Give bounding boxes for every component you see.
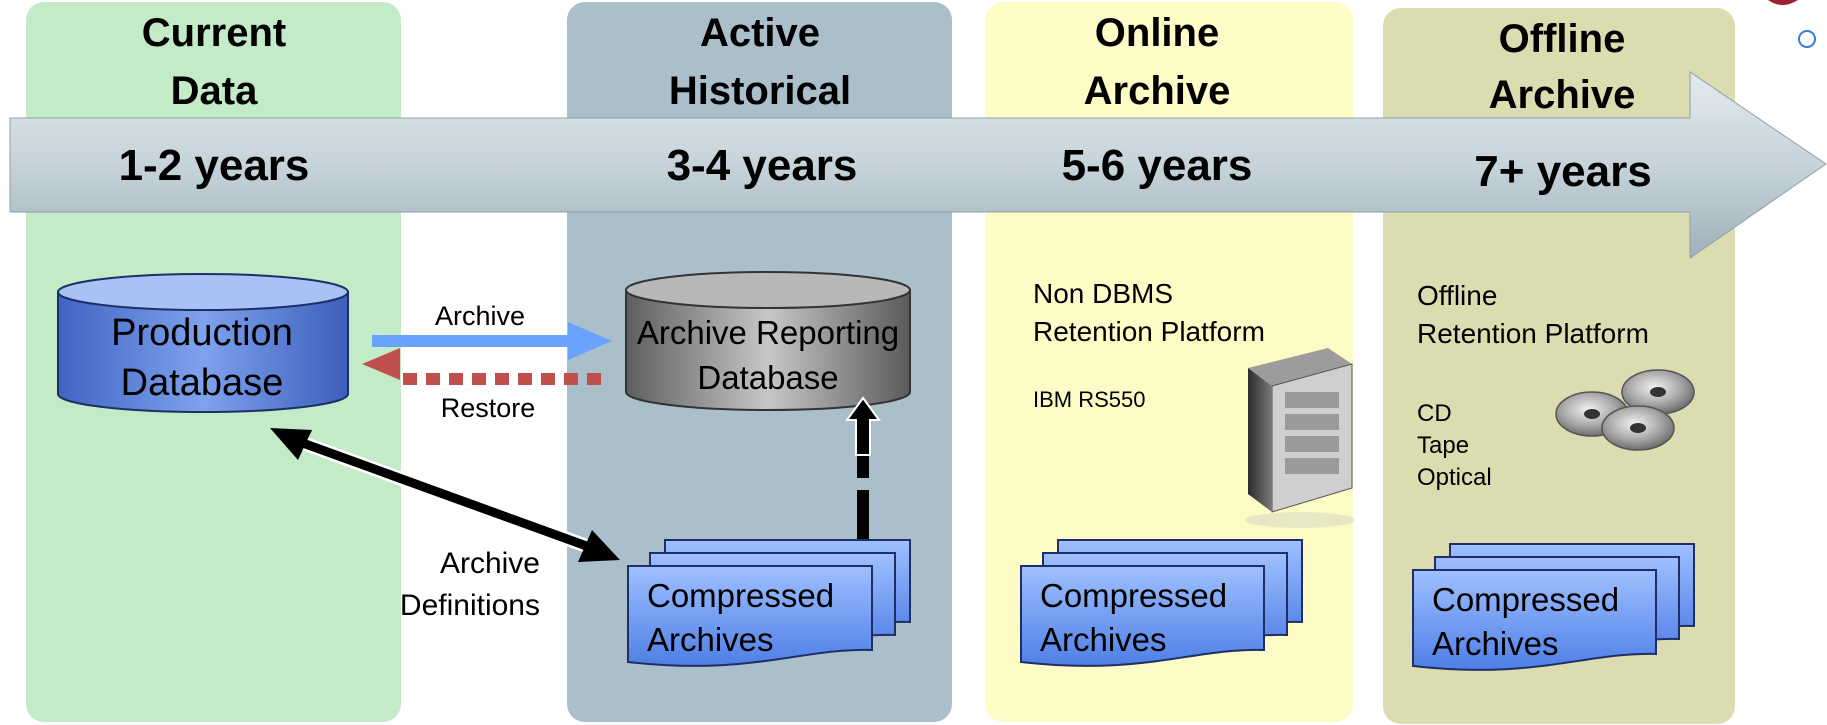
- compressed-archives-label-line2: Archives: [1432, 625, 1559, 662]
- offline-media-item: Optical: [1417, 464, 1492, 491]
- column-title-line2: Archive: [1489, 73, 1636, 117]
- online-platform-label-line2: Retention Platform: [1033, 316, 1265, 347]
- archive-arrow: [372, 322, 612, 360]
- archive-definitions-label-line1: Archive: [440, 547, 540, 580]
- production-database-label-line1: Production: [111, 312, 293, 354]
- offline-media-item: Tape: [1417, 432, 1469, 459]
- corner-decoration: [1768, 0, 1798, 5]
- compressed-archives-label-line1: Compressed: [1432, 581, 1619, 618]
- compressed-archives-label-line1: Compressed: [647, 577, 834, 614]
- production-database-label-line2: Database: [121, 362, 284, 404]
- column-title-line1: Active: [700, 11, 820, 55]
- compressed-archives-label-line1: Compressed: [1040, 577, 1227, 614]
- compressed-archives-stack: Compressed Archives: [1412, 543, 1695, 671]
- online-platform-model: IBM RS550: [1033, 387, 1146, 412]
- archive-reporting-database-icon: Archive Reporting Database: [625, 271, 911, 411]
- offline-media-item: CD: [1417, 400, 1452, 427]
- timeline-arrow: [9, 71, 1827, 259]
- online-platform-label-line1: Non DBMS: [1033, 278, 1173, 309]
- column-title-line2: Archive: [1084, 69, 1231, 113]
- column-title-line1: Current: [142, 11, 286, 55]
- compressed-archives-stack: Compressed Archives: [1020, 539, 1303, 667]
- server-tower-icon: [1245, 348, 1355, 528]
- archive-reporting-database-label-line1: Archive Reporting: [637, 314, 899, 351]
- column-title-line2: Historical: [669, 69, 851, 113]
- period-label: 3-4 years: [667, 141, 858, 190]
- disc-stack-icon: [1555, 369, 1695, 451]
- compressed-archives-label-line2: Archives: [647, 621, 774, 658]
- archive-flow-label: Archive: [435, 301, 525, 331]
- archive-definitions-arrow: [270, 428, 620, 562]
- period-label: 5-6 years: [1062, 141, 1253, 190]
- offline-platform-label-line2: Retention Platform: [1417, 318, 1649, 349]
- compressed-archives-stack: Compressed Archives: [627, 539, 911, 667]
- archive-reporting-database-label-line2: Database: [697, 359, 838, 396]
- column-title-line1: Online: [1095, 11, 1219, 55]
- period-label: 7+ years: [1474, 147, 1651, 196]
- restore-arrow: [362, 348, 602, 385]
- offline-platform-label-line1: Offline: [1417, 280, 1497, 311]
- column-title-line2: Data: [171, 69, 258, 113]
- restore-flow-label: Restore: [441, 393, 536, 423]
- period-label: 1-2 years: [119, 141, 310, 190]
- column-title-line1: Offline: [1499, 17, 1626, 61]
- corner-decoration: [1798, 30, 1816, 48]
- archive-definitions-label-line2: Definitions: [400, 589, 540, 622]
- load-up-arrow: [845, 396, 881, 540]
- production-database-icon: Production Database: [57, 273, 349, 413]
- compressed-archives-label-line2: Archives: [1040, 621, 1167, 658]
